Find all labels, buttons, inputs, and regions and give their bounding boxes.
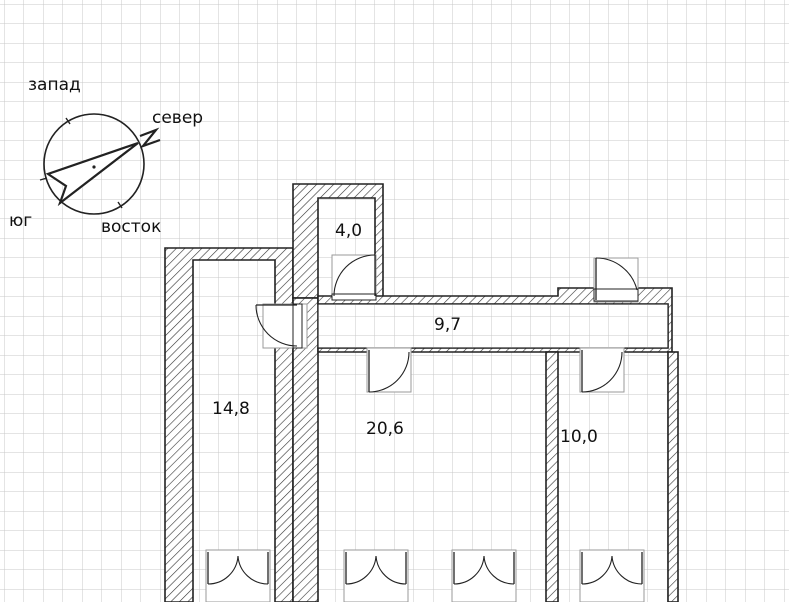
door-bottom-1[interactable] <box>205 549 271 602</box>
door-bottom-4[interactable] <box>579 549 645 602</box>
door-corridor-top[interactable] <box>593 257 639 303</box>
doors <box>205 254 645 602</box>
compass-south-label: юг <box>9 211 32 231</box>
room-area-label: 4,0 <box>335 221 362 241</box>
compass-circle <box>43 113 145 215</box>
door-small-room[interactable] <box>331 254 377 301</box>
north-symbol-icon <box>139 127 161 149</box>
room-area-label: 9,7 <box>434 315 461 335</box>
door-room-d[interactable] <box>579 347 625 393</box>
compass-tick <box>117 201 123 209</box>
door-bottom-3[interactable] <box>451 549 517 602</box>
room-area-label: 14,8 <box>212 399 250 419</box>
wall-partition-2 <box>545 351 559 602</box>
room-area-label: 10,0 <box>560 427 598 447</box>
corridor-grid <box>319 305 667 347</box>
walls <box>164 183 679 602</box>
wall-partition-1 <box>292 297 319 602</box>
room-labels: 14,8 4,0 9,7 20,6 10,0 <box>212 221 598 447</box>
compass-tick <box>65 117 71 125</box>
compass-north-label: север <box>152 108 203 128</box>
room-area-label: 20,6 <box>366 419 404 439</box>
compass-arrow-icon <box>45 141 139 207</box>
compass-east-label: восток <box>101 217 161 237</box>
compass-west-label: запад <box>28 75 81 95</box>
door-corridor-left[interactable] <box>255 303 308 349</box>
compass: запад север юг восток <box>9 75 203 237</box>
door-room-c[interactable] <box>366 347 412 393</box>
compass-tick <box>39 177 48 181</box>
compass-center <box>92 165 96 169</box>
door-bottom-2[interactable] <box>343 549 409 602</box>
wall-right <box>667 351 679 602</box>
